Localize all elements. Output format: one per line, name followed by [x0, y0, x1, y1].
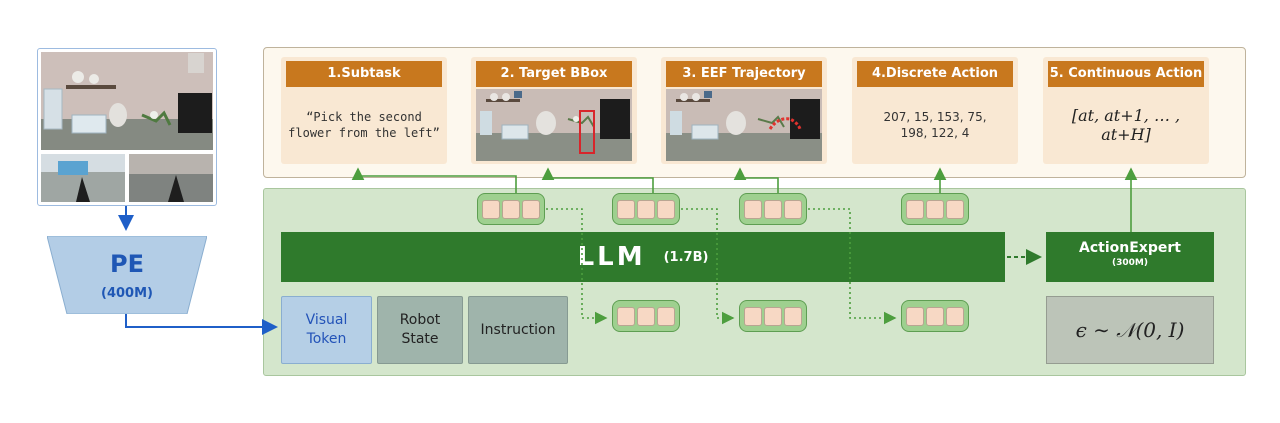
subtask-text-line2: flower from the left” [288, 126, 440, 140]
robot-state-box: Robot State [377, 296, 463, 364]
continuous-formula: [at, at+1, … , at+H] [1071, 106, 1181, 144]
bbox-scene-image [476, 89, 632, 161]
token [906, 199, 924, 219]
visual-token-box: Visual Token [281, 296, 372, 364]
token [906, 306, 924, 326]
action-expert-block: ActionExpert (300M) [1046, 232, 1214, 282]
pe-to-visual-token-arrow [125, 314, 278, 335]
token [744, 306, 762, 326]
continuous-body: [at, at+1, … , at+H] [1048, 89, 1204, 161]
discrete-card: 4.Discrete Action 207, 15, 153, 75, 198,… [852, 57, 1018, 164]
token-group [901, 300, 969, 332]
token [926, 199, 944, 219]
action-expert-label: ActionExpert [1079, 240, 1181, 256]
continuous-title: 5. Continuous Action [1048, 61, 1204, 87]
token [784, 199, 802, 219]
autoregressive-arrow [546, 208, 608, 325]
token [926, 306, 944, 326]
token [657, 199, 675, 219]
token-group [739, 193, 807, 225]
visual-token-line2: Token [306, 331, 347, 347]
discrete-text-line1: 207, 15, 153, 75, [883, 110, 987, 124]
token [764, 199, 782, 219]
trajectory-title: 3. EEF Trajectory [666, 61, 822, 87]
pe-label: PE [110, 250, 144, 278]
pe-encoder: PE (400M) [47, 236, 207, 314]
noise-box: ϵ ∼ 𝒩(0, I) [1046, 296, 1214, 364]
pe-size: (400M) [101, 286, 153, 301]
instruction-box: Instruction [468, 296, 568, 364]
subtask-card: 1.Subtask “Pick the second flower from t… [281, 57, 447, 164]
token [764, 306, 782, 326]
bbox-title: 2. Target BBox [476, 61, 632, 87]
token [617, 306, 635, 326]
token-group [739, 300, 807, 332]
action-expert-size: (300M) [1112, 258, 1148, 268]
llm-label: LLM [577, 242, 646, 272]
token [617, 199, 635, 219]
instruction-label: Instruction [480, 321, 556, 338]
robot-state-line2: State [401, 331, 439, 347]
subtask-title: 1.Subtask [286, 61, 442, 87]
subtask-text-line1: “Pick the second [306, 110, 422, 124]
token-group [612, 300, 680, 332]
trajectory-card: 3. EEF Trajectory [661, 57, 827, 164]
llm-size: (1.7B) [663, 249, 709, 265]
token [946, 199, 964, 219]
token-group [477, 193, 545, 225]
visual-token-line1: Visual [305, 312, 348, 328]
token [637, 199, 655, 219]
camera-images [41, 52, 213, 202]
camera-views [37, 48, 217, 206]
token [744, 199, 762, 219]
token [946, 306, 964, 326]
token [784, 306, 802, 326]
autoregressive-arrow [681, 208, 735, 325]
discrete-body: 207, 15, 153, 75, 198, 122, 4 [857, 89, 1013, 161]
tokens-to-trajectory-arrow [733, 167, 779, 193]
discrete-title: 4.Discrete Action [857, 61, 1013, 87]
token [502, 199, 520, 219]
subtask-body: “Pick the second flower from the left” [286, 89, 442, 161]
continuous-card: 5. Continuous Action [at, at+1, … , at+H… [1043, 57, 1209, 164]
token [522, 199, 540, 219]
token [482, 199, 500, 219]
noise-formula: ϵ ∼ 𝒩(0, I) [1075, 318, 1185, 342]
tokens-to-subtask-arrow [351, 167, 517, 193]
llm-block: LLM (1.7B) [281, 232, 1005, 282]
robot-state-line1: Robot [399, 312, 441, 328]
token-group [901, 193, 969, 225]
discrete-text-line2: 198, 122, 4 [900, 126, 970, 140]
tokens-to-bbox-arrow [541, 167, 654, 193]
trajectory-scene-image [666, 89, 822, 161]
token [657, 306, 675, 326]
bbox-card: 2. Target BBox [471, 57, 637, 164]
token [637, 306, 655, 326]
token-group [612, 193, 680, 225]
autoregressive-arrow [808, 208, 897, 325]
